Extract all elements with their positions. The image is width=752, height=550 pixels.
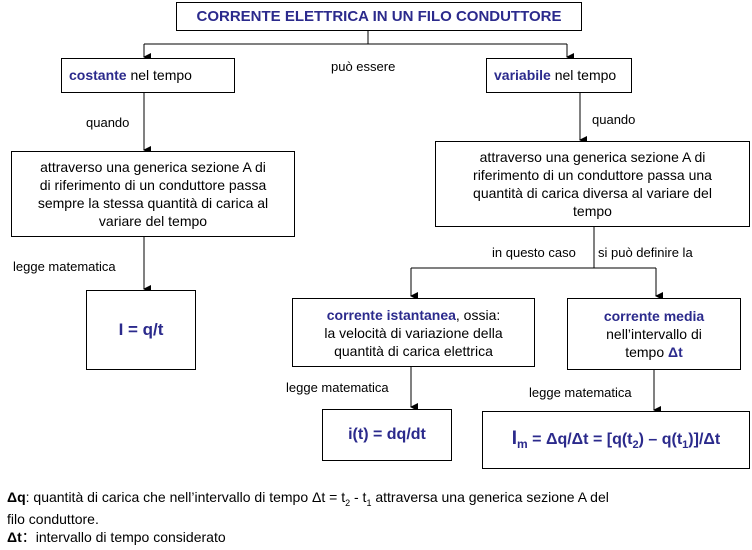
box-formula-costante: I = q/t — [86, 290, 196, 370]
box-costante: costante nel tempo — [61, 58, 235, 93]
formula-media-mid: = Δq/Δt = [q(t — [527, 431, 633, 449]
footer-dt-text: ：intervallo di tempo considerato — [21, 529, 226, 545]
media-line: nell’intervallo di — [606, 326, 702, 342]
footer-dq-line2: filo conduttore. — [7, 511, 99, 527]
costante-rest: nel tempo — [126, 67, 192, 83]
formula-media-sub1: 1 — [682, 439, 689, 452]
variabile-bold: variabile — [494, 67, 551, 83]
istantanea-bold: corrente istantanea — [326, 306, 456, 323]
label-si-puo-definire: si può definire la — [598, 245, 693, 260]
media-line: tempo — [625, 344, 669, 360]
istantanea-line: la velocità di variazione della — [324, 324, 503, 341]
label-quando-right: quando — [592, 112, 636, 127]
label-legge-istantanea: legge matematica — [286, 380, 389, 395]
box-formula-istantanea: i(t) = dq/dt — [322, 409, 452, 461]
formula-media-I: I — [511, 428, 518, 450]
footer-dq-sub2: 2 — [345, 497, 351, 508]
formula-media-end: )]/Δt — [688, 431, 721, 449]
box-corrente-media: corrente media nell’intervallo di tempo … — [567, 298, 741, 370]
formula-costante: I = q/t — [118, 320, 164, 339]
media-bold: corrente media — [603, 308, 705, 324]
formula-media: Im = Δq/Δt = [q(t2) – q(t1)]/Δt — [512, 428, 720, 451]
formula-istantanea: i(t) = dq/dt — [348, 426, 426, 443]
footer-dt-label: Δt — [7, 529, 22, 545]
desc-line: di riferimento di un conduttore passa — [39, 177, 267, 193]
footer-dq-label: Δq — [7, 489, 26, 505]
footer-dt: Δt：intervallo di tempo considerato — [7, 529, 226, 545]
formula-media-sub2: 2 — [632, 439, 639, 452]
desc-line: attraverso una generica sezione A di — [40, 159, 266, 175]
footer-dq: Δq: quantità di carica che nell’interval… — [7, 489, 747, 511]
desc-line: quantità di carica diversa al variare de… — [473, 185, 712, 201]
label-legge-media: legge matematica — [529, 385, 632, 400]
formula-media-sub-m: m — [517, 437, 528, 452]
footer-dq-text: - t — [350, 489, 367, 505]
desc-line: attraverso una generica sezione A di — [479, 149, 706, 165]
istantanea-rest: , ossia: — [455, 306, 501, 323]
footer-dq-text: attraversa una generica sezione A del — [371, 489, 609, 505]
box-costante-desc: attraverso una generica sezione A di di … — [11, 151, 295, 237]
label-puo-essere: può essere — [331, 59, 396, 74]
desc-line: sempre la stessa quantità di carica al — [37, 195, 269, 211]
istantanea-line: quantità di carica elettrica — [334, 342, 493, 359]
formula-media-minus: ) – q(t — [638, 431, 683, 449]
label-quando-left: quando — [86, 115, 130, 130]
media-dt: Δt — [668, 344, 683, 360]
label-legge-left: legge matematica — [13, 259, 116, 274]
costante-bold: costante — [69, 67, 127, 83]
footer-dq-text: : quantità di carica che nell’intervallo… — [25, 489, 346, 505]
desc-line: tempo — [573, 203, 612, 219]
box-formula-media: Im = Δq/Δt = [q(t2) – q(t1)]/Δt — [482, 411, 750, 469]
footer-dq-sub1: 1 — [366, 497, 372, 508]
box-variabile: variabile nel tempo — [486, 58, 632, 93]
variabile-rest: nel tempo — [550, 67, 617, 83]
desc-line: variare del tempo — [98, 213, 208, 229]
title-box: CORRENTE ELETTRICA IN UN FILO CONDUTTORE — [176, 2, 582, 31]
desc-line: riferimento di un conduttore passa una — [473, 167, 712, 183]
box-variabile-desc: attraverso una generica sezione A di rif… — [435, 141, 750, 227]
box-corrente-istantanea: corrente istantanea, ossia: la velocità … — [292, 298, 535, 367]
page-title: CORRENTE ELETTRICA IN UN FILO CONDUTTORE — [196, 8, 562, 25]
label-in-questo-caso: in questo caso — [492, 245, 576, 260]
